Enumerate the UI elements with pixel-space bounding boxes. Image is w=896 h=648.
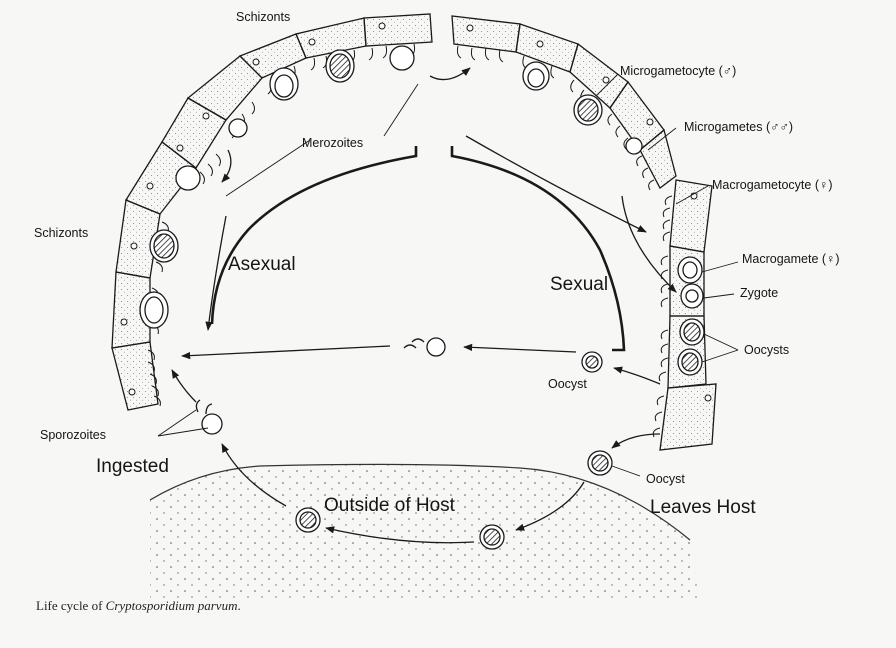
- label-macrogamete: Macrogamete (♀): [742, 252, 840, 266]
- label-outside-of-host: Outside of Host: [324, 495, 455, 517]
- label-macrogametocyte: Macrogametocyte (♀): [712, 178, 833, 192]
- label-leaves-host: Leaves Host: [650, 497, 756, 519]
- label-sexual: Sexual: [550, 274, 608, 296]
- label-sporozoites: Sporozoites: [40, 428, 106, 442]
- ground-area: [150, 464, 700, 600]
- figure-caption: Life cycle of Cryptosporidium parvum.: [36, 598, 241, 614]
- label-microgametocyte: Microgametocyte (♂): [620, 64, 736, 78]
- caption-prefix: Life cycle of: [36, 598, 106, 613]
- label-merozoites: Merozoites: [302, 136, 363, 150]
- label-zygote: Zygote: [740, 286, 778, 300]
- label-schizonts-left: Schizonts: [34, 226, 88, 240]
- epithelium-left: [112, 14, 432, 410]
- label-schizonts-top: Schizonts: [236, 10, 290, 24]
- caption-species: Cryptosporidium parvum: [106, 598, 238, 613]
- label-microgametes: Microgametes (♂♂): [684, 120, 793, 134]
- caption-suffix: .: [237, 598, 240, 613]
- label-ingested: Ingested: [96, 456, 169, 478]
- cycle-brackets: [212, 146, 624, 350]
- label-oocyst-right: Oocyst: [646, 472, 685, 486]
- label-asexual: Asexual: [228, 254, 296, 276]
- label-oocysts: Oocysts: [744, 343, 789, 357]
- label-oocyst-center: Oocyst: [548, 377, 587, 391]
